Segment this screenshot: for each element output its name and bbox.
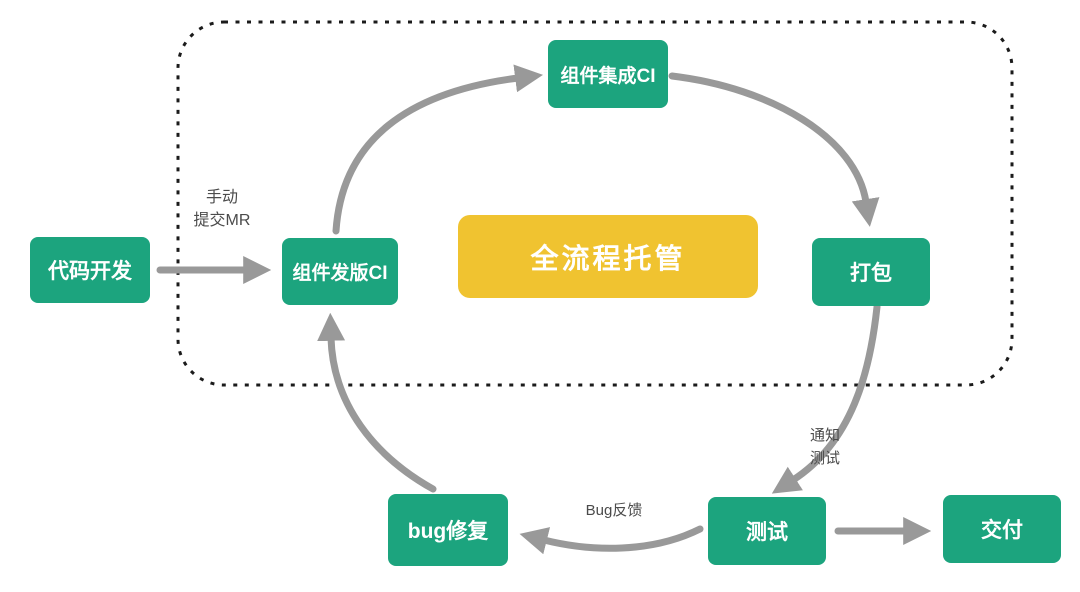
node-full-process-hosting-label: 全流程托管 (530, 242, 686, 274)
arrow-releaseci-to-integrationci (332, 64, 543, 235)
node-full-process-hosting: 全流程托管 (458, 215, 758, 298)
edge-label-manual-submit-mr-line1: 手动 (205, 189, 238, 206)
node-bug-fix-label: bug修复 (407, 520, 489, 543)
node-code-development-label: 代码开发 (48, 260, 132, 283)
hosting-boundary-dashed-rect (176, 20, 1014, 387)
arrow-test-to-bugfix (519, 525, 704, 555)
node-delivery: 交付 (943, 495, 1061, 563)
edge-label-bug-feedback-text: Bug反馈 (585, 502, 643, 519)
edge-label-notify-test: 通知 测试 (793, 424, 857, 470)
edge-label-manual-submit-mr-line2: 提交MR (193, 212, 251, 229)
edge-label-manual-submit-mr: 手动 提交MR (170, 186, 274, 232)
node-test: 测试 (708, 497, 826, 565)
node-component-integration-ci-label: 组件集成CI (560, 65, 656, 87)
edge-label-notify-test-line1: 通知 (809, 427, 840, 444)
arrow-integrationci-to-package (668, 72, 880, 227)
node-delivery-label: 交付 (981, 519, 1023, 542)
node-test-label: 测试 (746, 521, 788, 544)
node-component-release-ci-label: 组件发版CI (292, 263, 388, 284)
node-code-development: 代码开发 (30, 237, 150, 303)
node-package-label: 打包 (850, 262, 892, 285)
edge-label-bug-feedback: Bug反馈 (568, 499, 660, 522)
node-bug-fix: bug修复 (388, 494, 508, 566)
edge-label-notify-test-line2: 测试 (809, 450, 840, 467)
node-component-integration-ci: 组件集成CI (548, 40, 668, 108)
node-component-release-ci: 组件发版CI (282, 238, 398, 305)
arrow-bugfix-to-releaseci (317, 312, 437, 493)
arrow-package-to-test (771, 303, 881, 494)
node-package: 打包 (812, 238, 930, 306)
